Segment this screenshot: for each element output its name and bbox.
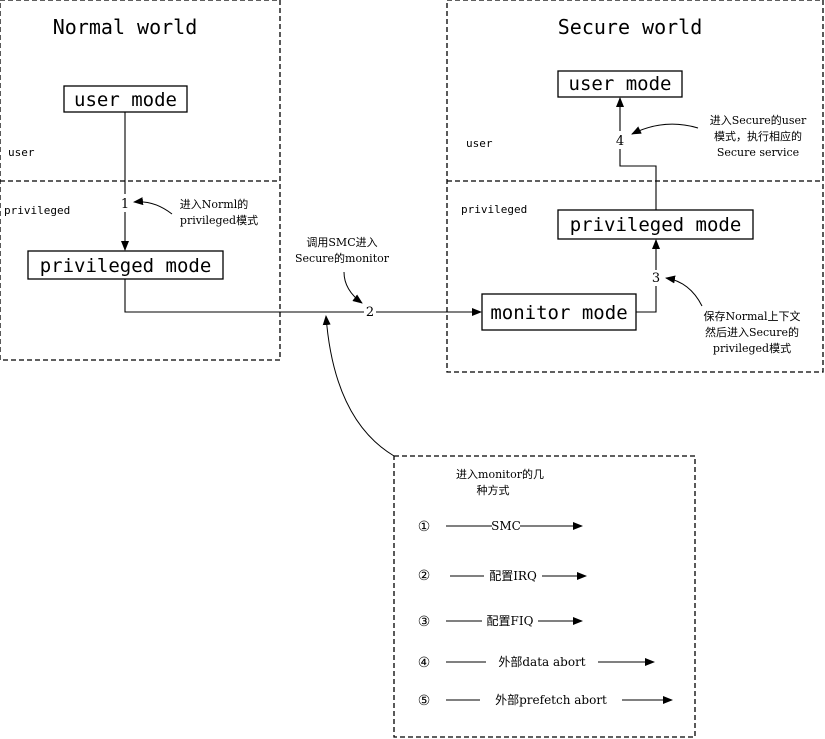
flow-line-2a [124, 279, 364, 313]
annotation-1-pointer [133, 197, 173, 215]
secure-world-privileged-label: privileged [461, 203, 527, 216]
monitor-mode-box: monitor mode [481, 293, 637, 331]
legend-title-line2: 种方式 [477, 483, 510, 497]
annotation-2-pointer [343, 271, 363, 304]
secure-world-user-label: user [466, 137, 493, 150]
legend-item-4-marker: ④ [418, 655, 431, 671]
annotation-3-line1: 保存Normal上下文 [703, 309, 800, 323]
annotation-4-line1: 进入Secure的user [710, 113, 807, 127]
secure-user-mode-box: user mode [557, 70, 683, 98]
legend-item-3-label: 配置FIQ [487, 614, 534, 628]
secure-user-mode-label: user mode [569, 73, 672, 95]
normal-user-mode-label: user mode [74, 89, 177, 111]
secure-privileged-mode-label: privileged mode [570, 214, 742, 236]
flow-line-3a [636, 286, 657, 313]
legend-item-5-marker: ⑤ [418, 693, 431, 709]
legend-title-line1: 进入monitor的几 [456, 467, 544, 481]
normal-world-privileged-label: privileged [4, 204, 70, 217]
annotation-4-line3: Secure service [717, 146, 799, 159]
normal-privileged-mode-box: privileged mode [27, 250, 224, 280]
normal-world-region: Normal world user privileged [0, 0, 281, 361]
legend-pointer [322, 315, 395, 457]
step-1-marker: 1 [121, 197, 129, 212]
legend-item-1-marker: ① [418, 519, 431, 535]
legend-item-3-marker: ③ [418, 614, 431, 630]
annotation-4-pointer [631, 123, 699, 135]
secure-world-region: Secure world user privileged [446, 0, 824, 373]
flow-line-4a [619, 149, 657, 210]
secure-world-border [446, 0, 824, 373]
normal-world-user-label: user [8, 146, 35, 159]
normal-privileged-mode-label: privileged mode [40, 255, 212, 277]
annotation-3: 保存Normal上下文 然后进入Secure的 privileged模式 [665, 275, 801, 355]
legend-item-1-label: SMC [491, 519, 521, 533]
annotation-2-line2: Secure的monitor [295, 251, 390, 265]
annotation-1-line2: privileged模式 [180, 214, 258, 227]
annotation-3-pointer [665, 275, 703, 307]
step-3-marker: 3 [652, 271, 660, 286]
step-4-marker: 4 [616, 134, 624, 149]
legend-border [393, 455, 696, 738]
monitor-mode-label: monitor mode [490, 302, 627, 324]
annotation-1-line1: 进入Norml的 [180, 197, 248, 211]
annotation-1: 进入Norml的 privileged模式 [133, 197, 258, 227]
normal-user-mode-box: user mode [63, 85, 188, 113]
legend-item-4-label: 外部data abort [498, 654, 585, 669]
legend-item-2-marker: ② [418, 568, 431, 584]
annotation-2: 调用SMC进入 Secure的monitor [295, 236, 390, 304]
annotation-3-line3: privileged模式 [713, 342, 791, 355]
normal-world-border [0, 0, 281, 361]
secure-world-title: Secure world [558, 15, 703, 39]
legend-item-2-label: 配置IRQ [489, 569, 537, 583]
annotation-2-line1: 调用SMC进入 [306, 236, 377, 249]
annotation-3-line2: 然后进入Secure的 [705, 325, 799, 339]
normal-world-title: Normal world [53, 15, 198, 39]
annotation-4-line2: 模式，执行相应的 [714, 129, 802, 143]
legend-item-5-label: 外部prefetch abort [495, 692, 607, 707]
annotation-4: 进入Secure的user 模式，执行相应的 Secure service [631, 113, 807, 159]
step-2-marker: 2 [366, 305, 374, 320]
secure-privileged-mode-box: privileged mode [557, 209, 754, 240]
legend-box: 进入monitor的几 种方式 ① SMC ② 配置IRQ ③ 配置FIQ ④ … [393, 455, 696, 738]
